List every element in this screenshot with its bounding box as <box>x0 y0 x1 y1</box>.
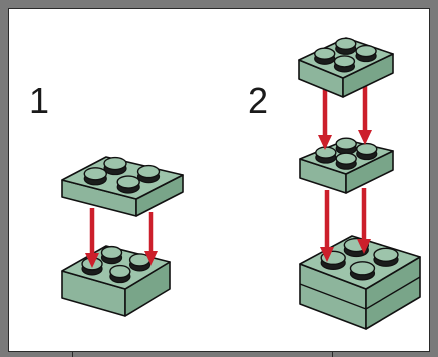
instruction-panel <box>8 8 430 352</box>
arrow-head <box>357 239 371 254</box>
stud-top <box>136 164 161 179</box>
step-1-top-plate <box>61 156 184 217</box>
stud <box>100 245 123 265</box>
stud <box>355 44 377 63</box>
stud <box>335 137 357 155</box>
panel-divider-tick <box>332 352 333 357</box>
stud-top <box>315 146 337 159</box>
stud-top <box>335 137 357 150</box>
step-1-number: 1 <box>29 80 50 121</box>
stud-top <box>83 167 107 181</box>
stud-top <box>355 44 377 58</box>
stud <box>83 167 107 186</box>
stud <box>314 47 336 65</box>
arrow-head <box>318 135 332 150</box>
stud <box>315 146 337 164</box>
stud-top <box>335 37 357 50</box>
step-1-arrow-right <box>144 212 158 266</box>
arrow-head <box>144 251 158 266</box>
step-2-middle-plate <box>299 137 394 194</box>
step-2-arrow-lower-right <box>357 188 371 254</box>
arrow-head <box>320 247 334 262</box>
stud <box>128 253 151 272</box>
stud <box>136 164 161 184</box>
stud <box>356 142 378 161</box>
stud <box>335 37 357 55</box>
stud-top <box>333 55 356 68</box>
stud-top <box>349 261 376 276</box>
stud <box>373 247 399 267</box>
stud <box>335 152 357 170</box>
stud-top <box>103 156 127 171</box>
step-2-number: 2 <box>248 80 269 121</box>
arrow-head <box>358 130 372 145</box>
stud-top <box>116 175 140 189</box>
stud <box>116 175 140 194</box>
stud-top <box>335 152 357 165</box>
step-1-assembly <box>61 156 184 317</box>
stud-top <box>109 264 131 279</box>
step-2-bottom-brick <box>299 235 421 330</box>
stud-top <box>373 247 399 262</box>
stud <box>333 55 356 73</box>
stud-top <box>314 47 336 60</box>
step-2-assembly <box>298 37 421 330</box>
step-2-arrow-upper-left <box>318 82 332 150</box>
stud <box>109 264 131 284</box>
arrow-head <box>85 253 99 268</box>
plate-seam-line <box>299 276 421 310</box>
stud-top <box>356 142 378 156</box>
panel-divider-tick <box>72 352 73 357</box>
step-2-arrow-upper-right <box>358 82 372 145</box>
stud <box>349 261 376 281</box>
step-2-top-plate <box>298 37 394 98</box>
stud <box>103 156 127 176</box>
stud-top <box>100 245 123 260</box>
step-1-arrow-left <box>85 208 99 268</box>
step-2-arrow-lower-left <box>320 190 334 262</box>
